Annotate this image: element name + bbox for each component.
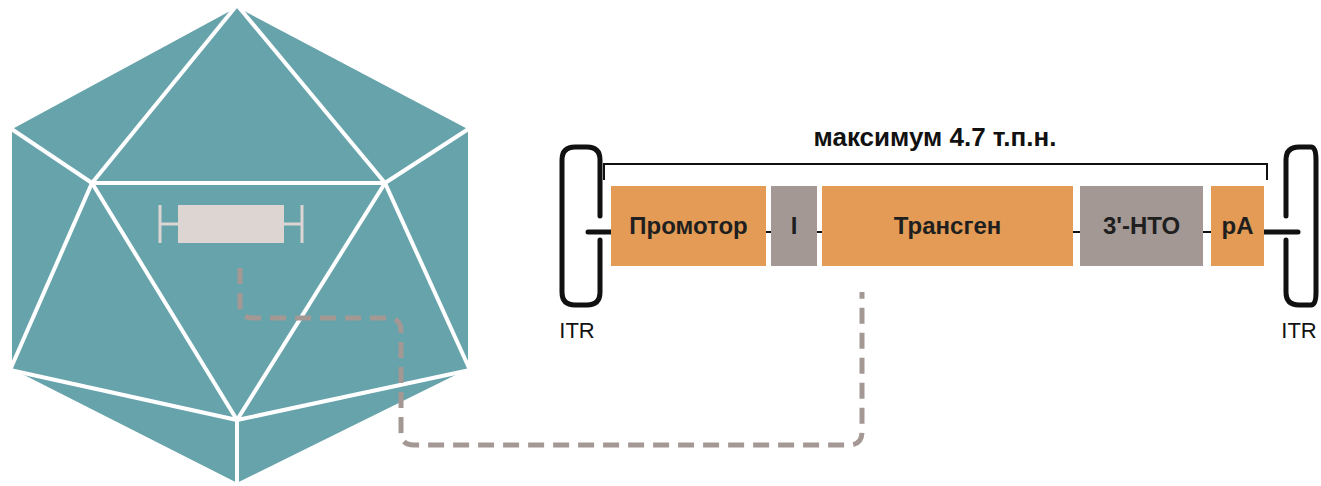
segment-box: 3'-НТО xyxy=(1080,186,1203,266)
segment-label: Трансген xyxy=(894,212,1001,240)
segment-label: pA xyxy=(1222,212,1254,240)
segment-box: Трансген xyxy=(822,186,1073,266)
itr-hairpin xyxy=(562,147,1316,305)
segment-box: pA xyxy=(1211,186,1264,266)
segment-box: I xyxy=(771,186,817,266)
genome-icon xyxy=(160,205,302,243)
capsid-edges xyxy=(10,5,470,485)
connector xyxy=(1203,232,1211,233)
segment-label: I xyxy=(791,212,798,240)
connector xyxy=(1073,232,1080,233)
size-label: максимум 4.7 т.п.н. xyxy=(814,122,1057,153)
itr-label: ITR xyxy=(1281,318,1316,344)
itr-label: ITR xyxy=(559,318,594,344)
segment-box: Промотор xyxy=(611,186,766,266)
size-bracket xyxy=(604,164,1267,180)
capsid xyxy=(10,5,470,485)
segment-label: Промотор xyxy=(629,212,748,240)
dashed-link xyxy=(240,268,862,445)
segment-label: 3'-НТО xyxy=(1103,212,1180,240)
